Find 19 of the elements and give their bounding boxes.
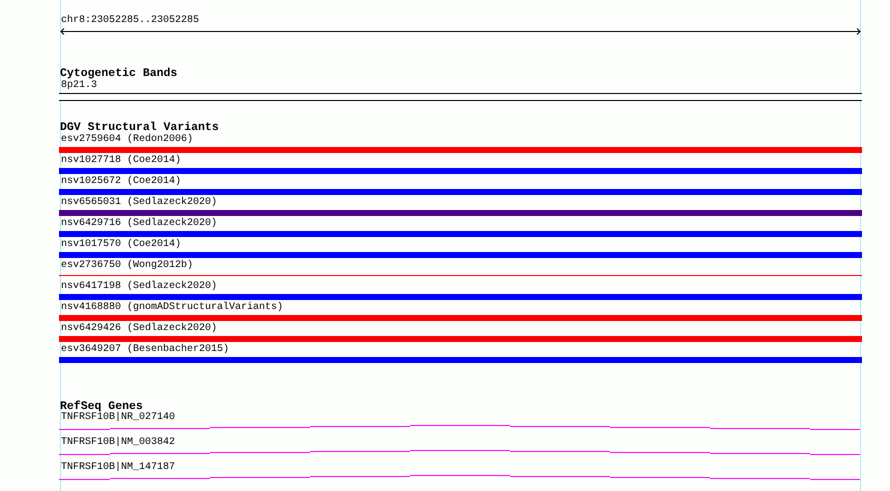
- gene-label: TNFRSF10B|NR_027140: [61, 412, 176, 423]
- variant-label: nsv1025672 (Coe2014): [61, 176, 182, 187]
- track-title: RefSeq Genes: [60, 400, 143, 413]
- variant-label: esv2736750 (Wong2012b): [61, 260, 194, 271]
- variant-label: nsv1027718 (Coe2014): [61, 155, 182, 166]
- variant-label: nsv1017570 (Coe2014): [61, 239, 182, 250]
- variant-label: esv2759604 (Redon2006): [61, 134, 194, 145]
- variant-label: nsv6429716 (Sedlazeck2020): [61, 218, 218, 229]
- band-label: 8p21.3: [61, 80, 98, 91]
- gene-label: TNFRSF10B|NM_147187: [61, 462, 176, 473]
- variant-label: nsv6429426 (Sedlazeck2020): [61, 323, 218, 334]
- variant-label: nsv6417198 (Sedlazeck2020): [61, 281, 218, 292]
- variant-label: nsv6565031 (Sedlazeck2020): [61, 197, 218, 208]
- variant-label: esv3649207 (Besenbacher2015): [61, 344, 230, 355]
- variant-label: nsv4168880 (gnomADStructuralVariants): [61, 302, 284, 313]
- position-label: chr8:23052285..23052285: [61, 15, 200, 26]
- track-title: DGV Structural Variants: [60, 121, 219, 134]
- track-title: Cytogenetic Bands: [60, 67, 178, 80]
- gene-label: TNFRSF10B|NM_003842: [61, 437, 176, 448]
